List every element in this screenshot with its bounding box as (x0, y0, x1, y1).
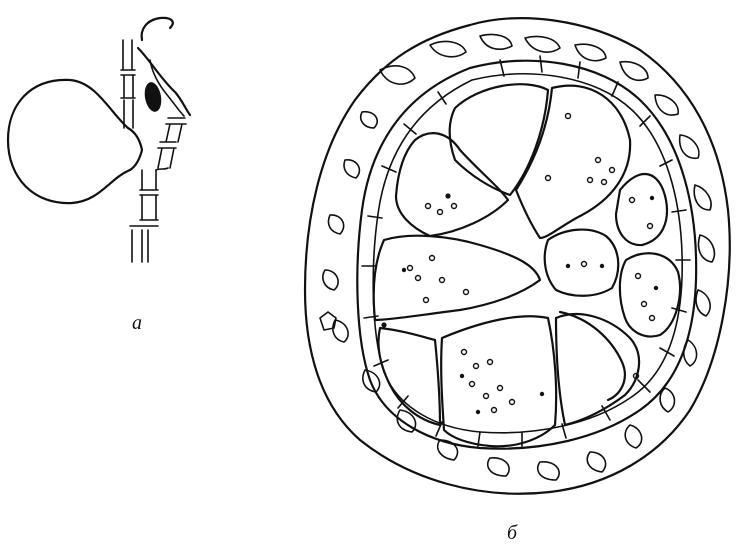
cell-right-small (616, 174, 667, 245)
cell-top-right (516, 86, 630, 238)
sac-outline (8, 80, 130, 203)
figure-label-a: а (132, 312, 142, 335)
cell-bottom-center (441, 316, 556, 446)
figure-a-cell-drawing (8, 18, 190, 262)
cell-right-middle (620, 253, 680, 336)
cell-top-center (450, 84, 548, 195)
cell-left-middle (374, 236, 540, 320)
figure-label-b: б (507, 522, 517, 545)
central-cells (374, 84, 680, 446)
ring-cell-dividers (362, 56, 690, 446)
figure-b-cross-section (305, 18, 730, 494)
cell-bottom-left (378, 328, 440, 425)
outer-tissue-boundary (305, 18, 730, 494)
inner-ring-boundary (357, 61, 696, 449)
